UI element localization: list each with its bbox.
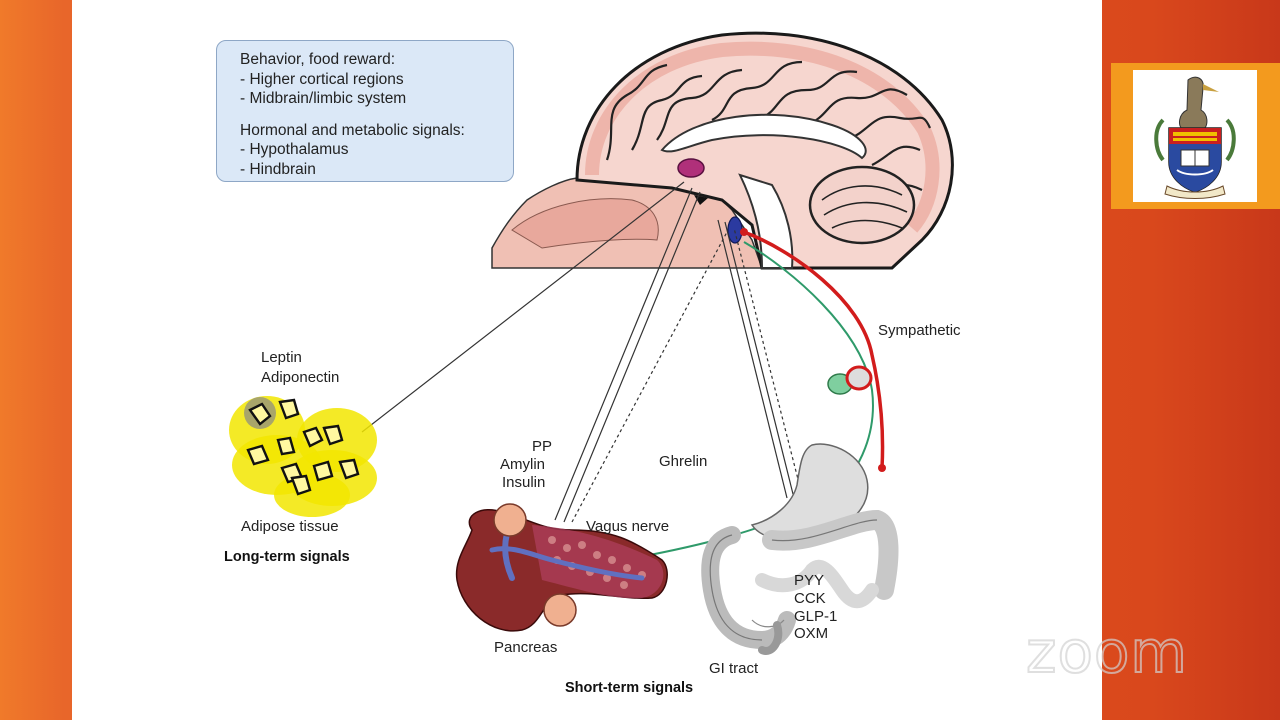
label-ghrelin: Ghrelin — [659, 453, 707, 470]
info-item-cortical: - Higher cortical regions — [240, 70, 404, 88]
label-insulin: Insulin — [502, 474, 545, 491]
cerebellum — [808, 165, 916, 245]
leptin-line — [361, 181, 685, 433]
hindbrain — [727, 216, 743, 244]
label-pancreas: Pancreas — [494, 639, 557, 656]
label-amylin: Amylin — [500, 456, 545, 473]
nasal-cavity — [511, 198, 659, 249]
label-adipose-tissue: Adipose tissue — [241, 518, 339, 535]
label-long-term-signals: Long-term signals — [224, 549, 350, 565]
info-item-midbrain: - Midbrain/limbic system — [240, 90, 407, 107]
signal-lines — [361, 181, 803, 523]
adipose-tissue — [229, 396, 377, 517]
hypothalamus — [677, 158, 705, 178]
label-adiponectin: Adiponectin — [261, 369, 339, 386]
label-gi-tract: GI tract — [709, 660, 759, 677]
gyri — [605, 60, 932, 196]
pp-dashed-line — [571, 231, 728, 523]
gi-tract — [701, 443, 899, 655]
label-cck: CCK — [794, 590, 826, 607]
ghrelin-dashed-line — [733, 227, 803, 496]
info-heading-hormonal: Hormonal and metabolic signals: — [240, 121, 465, 139]
label-glp1: GLP-1 — [794, 608, 837, 625]
info-item-hypothalamus: - Hypothalamus — [240, 141, 349, 158]
pancreas — [455, 503, 668, 632]
gi-line-1 — [717, 219, 788, 499]
label-short-term-signals: Short-term signals — [565, 680, 693, 696]
crest-logo — [1133, 70, 1257, 202]
gi-line-2 — [724, 221, 795, 499]
label-pyy: PYY — [794, 572, 824, 589]
info-box: Behavior, food reward: - Higher cortical… — [216, 40, 514, 182]
label-vagus-nerve: Vagus nerve — [586, 518, 669, 535]
info-item-hindbrain: - Hindbrain — [240, 160, 316, 178]
satiety-signals-diagram: Leptin Adiponectin Adipose tissue Long-t… — [224, 31, 961, 696]
insulin-line-1 — [554, 187, 693, 521]
brain — [491, 31, 954, 270]
label-pp: PP — [532, 438, 552, 455]
sympathetic-nerve — [743, 230, 885, 469]
label-oxm: OXM — [794, 625, 828, 642]
brainstem — [738, 173, 794, 269]
logo-frame — [1111, 63, 1280, 209]
insulin-line-2 — [563, 191, 701, 523]
info-heading-behavior: Behavior, food reward: — [240, 51, 396, 68]
label-sympathetic: Sympathetic — [878, 322, 961, 339]
slide: Leptin Adiponectin Adipose tissue Long-t… — [72, 0, 1102, 720]
corpus-callosum — [660, 113, 867, 160]
ganglion-red — [845, 365, 873, 391]
label-leptin: Leptin — [261, 349, 302, 366]
zoom-watermark: zoom — [1025, 617, 1188, 687]
